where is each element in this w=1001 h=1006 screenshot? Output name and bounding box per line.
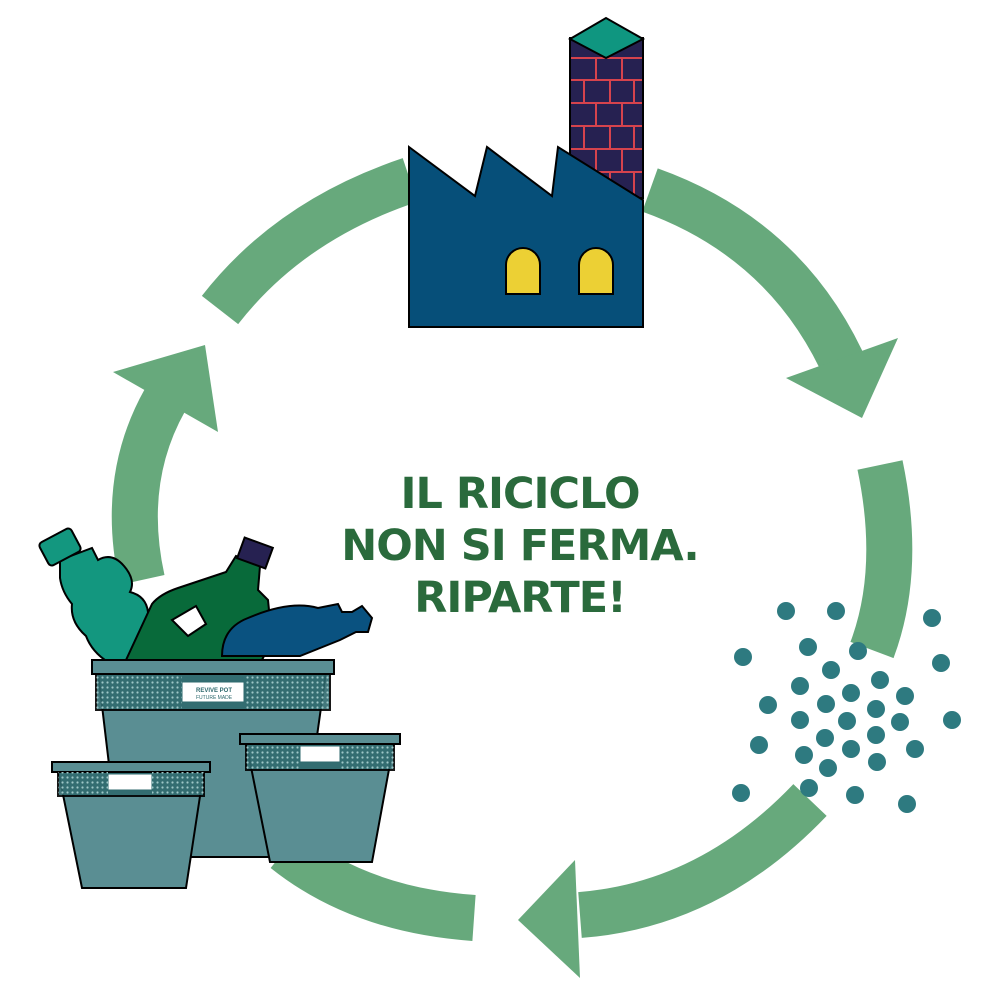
pot-label-tagline: FUTURE MADE [196, 695, 233, 701]
arrow-arc-top-left [201, 158, 418, 325]
arrow-head-bottom-left [518, 860, 580, 978]
arrow-arc-top-right [642, 168, 870, 385]
arrow-arc-bottom-right [577, 784, 827, 938]
factory-window-left [505, 247, 541, 295]
headline-line-3: RIPARTE! [414, 573, 626, 623]
arrow-head-left-up [113, 345, 218, 432]
small-pot-left [51, 761, 211, 889]
recycle-cycle-arrows [111, 158, 913, 941]
arrow-arc-right [850, 460, 913, 659]
teal-bottle [38, 527, 154, 664]
plastic-pellets-icon [732, 602, 961, 813]
factory-icon [408, 16, 646, 328]
arrow-arc-left [111, 388, 186, 585]
arrow-arc-bottom-left [270, 831, 476, 941]
headline-line-1: IL RICICLO [400, 469, 640, 519]
headline-line-2: NON SI FERMA. [341, 521, 700, 571]
factory-window-right [578, 247, 614, 295]
arrow-heads [113, 338, 898, 978]
arrow-head-right-down [786, 338, 898, 418]
pot-mesh-overlay [58, 674, 394, 796]
chimney-cap [567, 16, 646, 60]
blue-bottle [220, 602, 374, 657]
chimney-bricks [571, 57, 642, 197]
headline: IL RICICLO NON SI FERMA. RIPARTE! [300, 468, 740, 624]
pot-label-brand: REVIVE POT [196, 688, 232, 694]
